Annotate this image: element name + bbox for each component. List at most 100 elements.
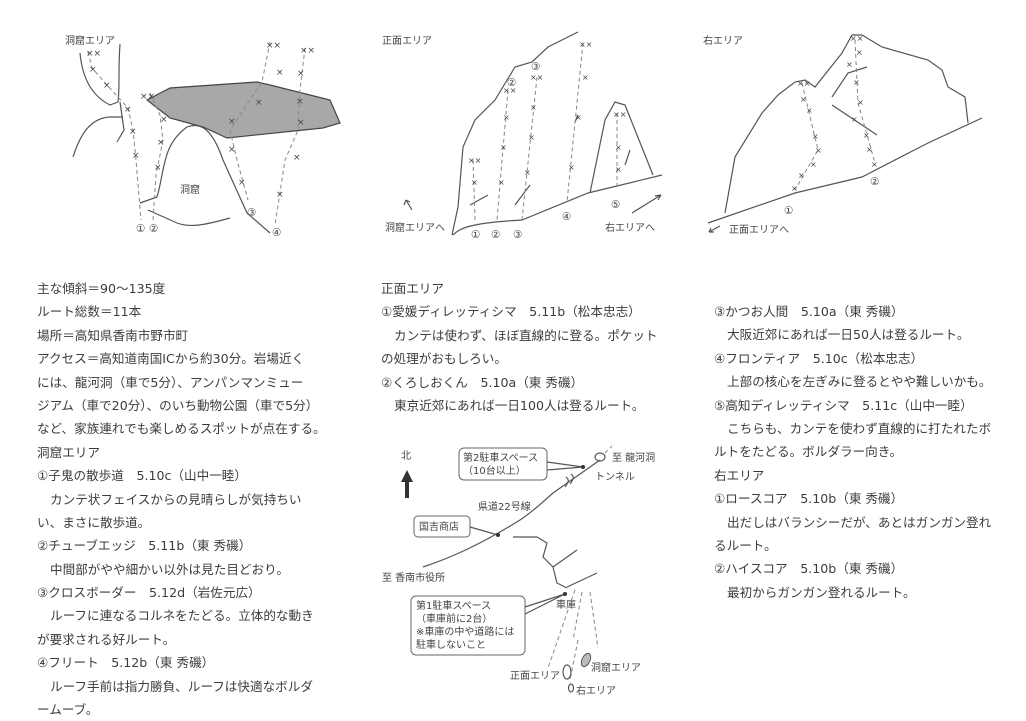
bridge-mark	[564, 473, 574, 488]
route-desc: い、まさに散歩道。	[37, 514, 151, 530]
svg-text:×: ×	[871, 160, 878, 169]
cave-outline	[139, 124, 271, 234]
route-title: ①ロースコア 5.10b（東 秀磯）	[714, 491, 904, 507]
route-desc: カンテは使わず、ほぼ直線的に登る。ポケット	[394, 327, 658, 343]
right-area-map-label: 右エリア	[576, 684, 616, 697]
svg-text:×: ×	[228, 117, 236, 127]
route-desc: が要求される好ルート。	[37, 631, 176, 647]
svg-text:×: ×	[238, 178, 246, 188]
svg-text:×: ×	[276, 190, 284, 200]
rock-left-outline	[72, 43, 125, 158]
svg-text:×: ×	[132, 151, 140, 161]
right-area-marker	[567, 683, 575, 693]
svg-text:××: ××	[140, 92, 155, 102]
side-road	[513, 536, 598, 589]
svg-text:×: ×	[129, 127, 137, 137]
svg-text:×: ×	[157, 138, 165, 148]
route-desc: 最初からガンガン登れるルート。	[727, 584, 916, 600]
shop-callout	[413, 515, 471, 538]
svg-text:×: ×	[160, 115, 168, 125]
svg-text:×: ×	[297, 118, 305, 128]
parking2-dot	[581, 465, 585, 469]
svg-text:×: ×	[791, 184, 798, 193]
route-title: ②くろしおくん 5.10a（東 秀磯）	[381, 374, 584, 390]
topo-cave-title: 洞窟エリア	[65, 34, 115, 47]
front-route-4: ④	[562, 211, 571, 223]
to-city-hall-label: 至 香南市役所	[382, 571, 445, 584]
svg-text:×: ×	[530, 103, 537, 112]
route-title: ④フリート 5.12b（東 秀磯）	[37, 655, 215, 671]
right-route-2: ②	[870, 176, 879, 188]
svg-text:×: ×	[800, 95, 807, 104]
svg-text:×: ×	[615, 165, 622, 174]
svg-text:××: ××	[579, 40, 592, 49]
parking2-capacity: （10台以上）	[463, 464, 526, 477]
prefectural-road	[422, 459, 601, 568]
svg-text:×: ×	[228, 145, 236, 155]
wall-outline	[451, 31, 663, 236]
arrow-down-left-icon	[708, 225, 721, 233]
info-location: 場所＝高知県香南市野市町	[37, 327, 189, 343]
svg-text:×: ×	[866, 145, 873, 154]
route-number-2: ②	[149, 223, 158, 235]
route-desc: こちらも、カンテを使わず直線的に打たれたボ	[727, 420, 992, 436]
section-heading-right: 右エリア	[714, 467, 765, 483]
svg-text:×: ×	[293, 153, 301, 163]
svg-text:×: ×	[615, 143, 622, 152]
route-desc: 大阪近郊にあれば一日50人は登るルート。	[727, 327, 970, 343]
middle-column: 正面エリア ①愛媛ディレッティシマ 5.11b（松本忠志） カンテは使わず、ほぼ…	[381, 277, 658, 417]
svg-text:×: ×	[810, 160, 817, 169]
svg-text:××: ××	[266, 41, 281, 51]
svg-text:×: ×	[815, 146, 822, 155]
cave-label: 洞窟	[180, 183, 200, 196]
garage-label: 車庫	[556, 598, 576, 611]
svg-text:××: ××	[503, 86, 516, 95]
route-title: ③かつお人間 5.10a（東 秀磯）	[714, 304, 904, 319]
front-area-marker	[562, 664, 572, 680]
svg-text:×: ×	[846, 60, 853, 69]
wall-outline	[707, 34, 983, 224]
svg-text:×: ×	[500, 143, 507, 152]
svg-text:×: ×	[498, 178, 505, 187]
to-right-area-label[interactable]: 右エリアへ	[605, 221, 655, 234]
front-route-5: ⑤	[611, 199, 620, 211]
garage-dot	[563, 592, 567, 596]
arrow-up-right-icon	[631, 194, 662, 214]
front-route-2: ②	[491, 229, 500, 241]
route-number-1: ①	[136, 223, 145, 235]
svg-text:××: ××	[797, 79, 810, 88]
route-desc: ルーフに連なるコルネをたどる。立体的な動き	[50, 608, 314, 624]
svg-text:×: ×	[806, 106, 813, 115]
front-route-3-top: ③	[531, 61, 540, 73]
svg-text:×: ×	[812, 132, 819, 141]
to-front-area-label[interactable]: 正面エリアへ	[729, 225, 789, 236]
svg-text:×: ×	[503, 113, 510, 122]
svg-text:×: ×	[471, 178, 478, 187]
info-slope: 主な傾斜＝90～135度	[37, 281, 166, 296]
svg-text:×: ×	[297, 69, 305, 79]
svg-text:××: ××	[468, 156, 481, 165]
route-title: ③クロスボーダー 5.12d（岩佐元広）	[37, 585, 261, 601]
front-route-3: ③	[513, 229, 522, 241]
tunnel-label: トンネル	[595, 471, 635, 483]
parking1-note: ※車庫の中や道路には	[416, 625, 514, 638]
shop-label: 国吉商店	[419, 520, 459, 533]
route-title: ②チューブエッジ 5.11b（東 秀磯）	[37, 538, 252, 554]
cave-area-map-label: 洞窟エリア	[591, 661, 641, 674]
to-cave-area-label[interactable]: 洞窟エリアへ	[385, 221, 445, 234]
svg-text:××: ××	[86, 49, 101, 59]
route-desc: ルトをたどる。ボルダラー向き。	[714, 444, 903, 460]
section-heading-cave: 洞窟エリア	[37, 444, 100, 460]
svg-text:×: ×	[863, 131, 870, 140]
route-number-3: ③	[247, 207, 256, 219]
route-desc: カンテ状フェイスからの見晴らしが気持ちい	[50, 491, 302, 507]
route-desc: 東京近郊にあれば一日100人は登るルート。	[394, 397, 645, 413]
left-column: 主な傾斜＝90～135度 ルート総数＝11本 場所＝高知県香南市野市町 アクセス…	[37, 277, 326, 721]
svg-text:×: ×	[255, 98, 263, 108]
tunnel-icon	[594, 452, 606, 462]
svg-text:×: ×	[575, 113, 582, 122]
route-desc: ームーブ。	[37, 702, 99, 718]
svg-text:×: ×	[296, 97, 304, 107]
right-route-1: ①	[784, 205, 793, 217]
